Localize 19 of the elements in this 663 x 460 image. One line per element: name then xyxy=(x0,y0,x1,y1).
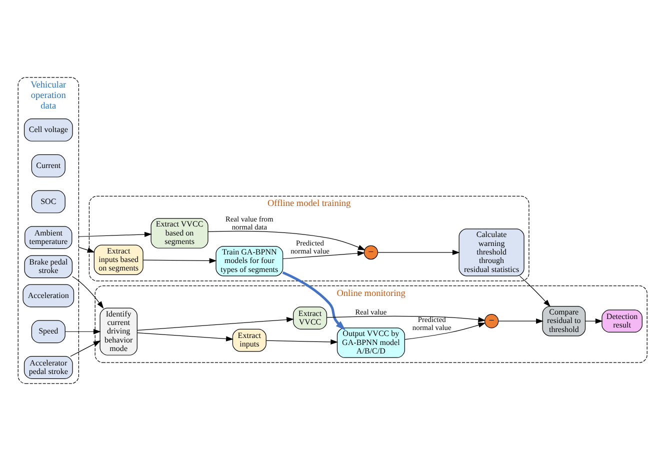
arrow xyxy=(136,316,294,330)
arrow xyxy=(70,340,101,356)
arrow xyxy=(64,328,101,334)
arrow xyxy=(78,231,152,237)
arrow xyxy=(282,250,365,259)
arrow xyxy=(378,249,460,255)
arrow xyxy=(519,275,551,306)
arrow xyxy=(208,230,366,250)
node-circle: − xyxy=(484,314,499,328)
arrow xyxy=(136,332,234,341)
arrow xyxy=(142,258,217,263)
arrow xyxy=(72,276,104,308)
arrow xyxy=(326,315,486,322)
arrow xyxy=(266,338,338,344)
node-circle: − xyxy=(364,244,378,260)
arrow xyxy=(404,322,486,340)
arrow xyxy=(585,318,603,324)
arrow xyxy=(78,246,95,252)
arrow xyxy=(498,318,544,324)
